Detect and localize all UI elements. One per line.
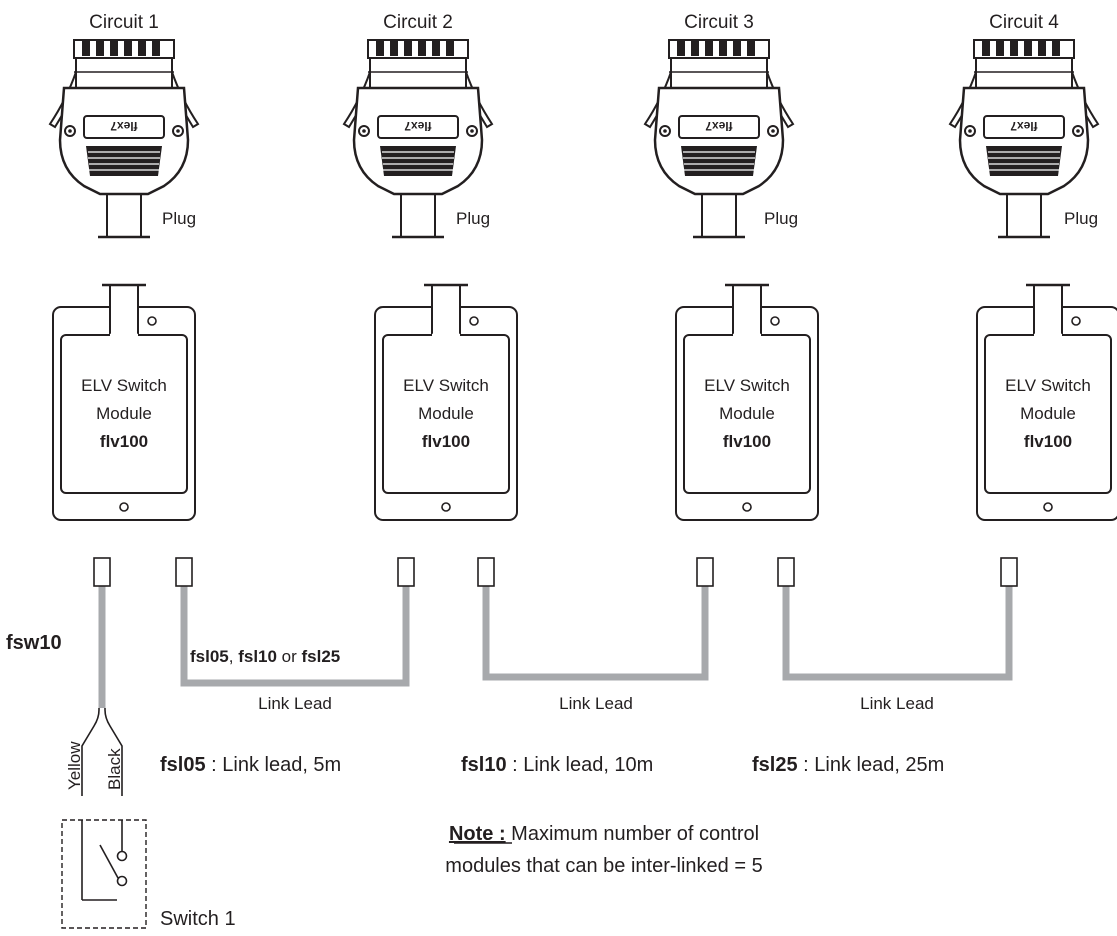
option-separator: , <box>229 647 238 666</box>
plug-label: Plug <box>162 209 196 228</box>
option-fsl25: fsl25 <box>302 647 341 666</box>
switch-module-icon <box>373 283 519 522</box>
option-fsl10: fsl10 <box>238 647 277 666</box>
rj-connector <box>175 557 193 587</box>
link-lead-label: Link Lead <box>258 694 332 713</box>
rj-connector <box>777 557 795 587</box>
option-separator: or <box>277 647 302 666</box>
note-label: Note : <box>449 823 506 845</box>
note: Note : Maximum number of control modules… <box>445 823 762 877</box>
circuit-2: Circuit 2 flex7 Plug ELV Switch Module f… <box>342 12 519 522</box>
plug-icon <box>342 38 494 239</box>
module-name-line1: ELV Switch <box>1005 376 1091 395</box>
legend: fsl05 : Link lead, 5m fsl10 : Link lead,… <box>160 754 944 776</box>
note-line2: modules that can be inter-linked = 5 <box>445 855 762 877</box>
module-model: flv100 <box>1024 432 1072 451</box>
module-model: flv100 <box>100 432 148 451</box>
link-lead-cable-1 <box>180 586 410 687</box>
plug-brand-label: flex7 <box>1010 119 1038 133</box>
switch-lead-split <box>81 708 123 796</box>
link-lead-cable-2 <box>482 586 709 681</box>
module-name-line2: Module <box>96 404 152 423</box>
rj-connectors <box>93 557 1018 587</box>
circuit-title: Circuit 4 <box>989 12 1059 33</box>
note-line1: Note : Maximum number of control <box>449 823 759 845</box>
link-lead-label: Link Lead <box>559 694 633 713</box>
module-model: flv100 <box>422 432 470 451</box>
switch-label: Switch 1 <box>160 908 236 930</box>
plug-brand-label: flex7 <box>404 119 432 133</box>
wire-black-label: Black <box>105 748 124 790</box>
circuit-1: Circuit 1 flex7 Plug ELV Switch Module f… <box>48 12 200 522</box>
rj-connector <box>397 557 415 587</box>
module-name-line2: Module <box>719 404 775 423</box>
option-fsl05: fsl05 <box>190 647 229 666</box>
circuit-title: Circuit 2 <box>383 12 453 33</box>
module-name-line1: ELV Switch <box>403 376 489 395</box>
plug-icon <box>643 38 795 239</box>
link-lead-label: Link Lead <box>860 694 934 713</box>
plug-brand-label: flex7 <box>110 119 138 133</box>
switch-module-icon <box>674 283 820 522</box>
module-name-line2: Module <box>1020 404 1076 423</box>
rj-connector <box>696 557 714 587</box>
plug-icon <box>48 38 200 239</box>
link-lead-options: fsl05, fsl10 or fsl25 <box>190 647 340 666</box>
legend-item-fsl05: fsl05 : Link lead, 5m <box>160 754 341 776</box>
plug-icon <box>948 38 1100 239</box>
switch-module-icon <box>975 283 1117 522</box>
module-model: flv100 <box>723 432 771 451</box>
legend-item-fsl25: fsl25 : Link lead, 25m <box>752 754 944 776</box>
switch-lead-code: fsw10 <box>6 632 62 654</box>
plug-label: Plug <box>456 209 490 228</box>
switch-icon <box>61 819 147 929</box>
rj-connector <box>1000 557 1018 587</box>
plug-label: Plug <box>1064 209 1098 228</box>
wire-yellow-label: Yellow <box>65 741 84 790</box>
legend-item-fsl10: fsl10 : Link lead, 10m <box>461 754 653 776</box>
link-lead-cables <box>98 586 1013 708</box>
plug-label: Plug <box>764 209 798 228</box>
rj-connector <box>477 557 495 587</box>
circuit-3: Circuit 3 flex7 Plug ELV Switch Module f… <box>643 12 820 522</box>
circuit-title: Circuit 1 <box>89 12 159 33</box>
circuit-4: Circuit 4 flex7 Plug ELV Switch Module f… <box>948 12 1117 522</box>
link-lead-cable-3 <box>782 586 1013 681</box>
plug-brand-label: flex7 <box>705 119 733 133</box>
switch-module-icon <box>51 283 197 522</box>
module-name-line1: ELV Switch <box>81 376 167 395</box>
module-name-line2: Module <box>418 404 474 423</box>
note-text: Maximum number of control <box>506 823 759 845</box>
circuit-title: Circuit 3 <box>684 12 754 33</box>
module-name-line1: ELV Switch <box>704 376 790 395</box>
rj-connector <box>93 557 111 587</box>
